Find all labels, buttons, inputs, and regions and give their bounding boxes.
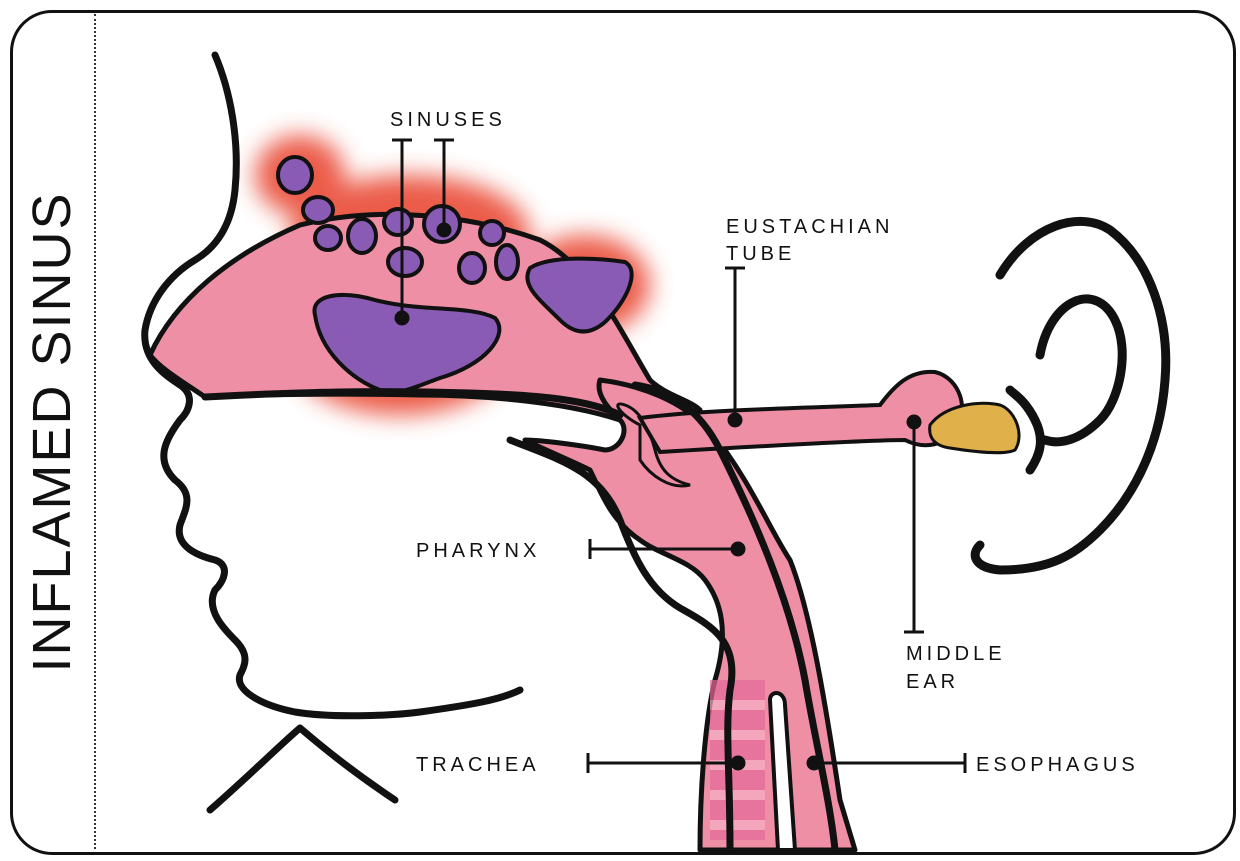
label-esophagus: ESOPHAGUS — [976, 754, 1139, 776]
label-eustachian-line2: TUBE — [726, 243, 795, 265]
label-eustachian-line1: EUSTACHIAN — [726, 216, 893, 238]
outer-ear — [975, 221, 1166, 570]
label-sinuses: SINUSES — [390, 109, 506, 131]
label-trachea: TRACHEA — [416, 754, 540, 776]
label-middle-ear-line2: EAR — [906, 671, 959, 693]
label-pharynx: PHARYNX — [416, 540, 540, 562]
label-middle-ear-line1: MIDDLE — [906, 643, 1006, 665]
